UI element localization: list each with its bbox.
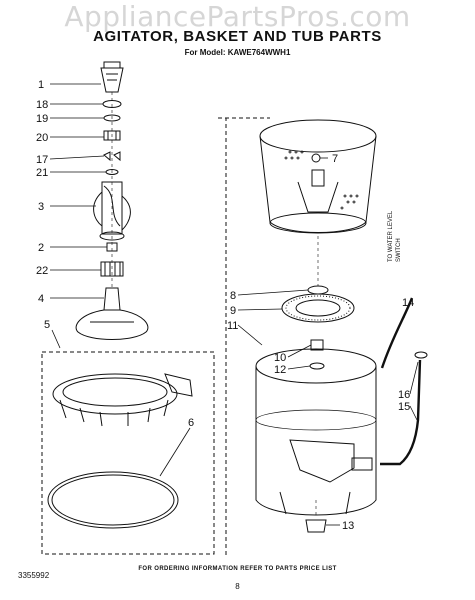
callout-19: 19 — [36, 113, 48, 125]
part-outer-tub — [255, 348, 377, 516]
callout-20: 20 — [36, 132, 48, 144]
part-air-hose-14 — [380, 297, 414, 369]
part-seal-ring-6 — [47, 471, 179, 529]
group-box-5 — [41, 351, 215, 555]
callout-3: 3 — [38, 201, 44, 213]
callout-18: 18 — [36, 99, 48, 111]
page-number: 8 — [235, 582, 240, 591]
callout-7: 7 — [332, 153, 338, 165]
callout-14: 14 — [402, 297, 414, 309]
callout-5: 5 — [44, 319, 50, 331]
part-clamp-16 — [414, 351, 428, 359]
callout-22: 22 — [36, 265, 48, 277]
callout-10: 10 — [274, 352, 286, 364]
part-brake-ring-9 — [281, 293, 355, 323]
part-dogs-17 — [103, 151, 121, 162]
water-level-note: TO WATER LEVEL SWITCH — [388, 210, 402, 262]
callout-8: 8 — [230, 290, 236, 302]
callout-12: 12 — [274, 364, 286, 376]
callout-2: 2 — [38, 242, 44, 254]
part-agitator-base — [75, 287, 149, 340]
diagram-title: AGITATOR, BASKET AND TUB PARTS — [93, 28, 382, 45]
callout-15: 15 — [398, 401, 410, 413]
part-splash-ring — [52, 373, 193, 427]
callout-6: 6 — [188, 417, 194, 429]
ordering-note: FOR ORDERING INFORMATION REFER TO PARTS … — [138, 566, 337, 572]
callout-1: 1 — [38, 79, 44, 91]
callout-13: 13 — [342, 520, 354, 532]
water-level-note-line1: TO WATER LEVEL — [388, 210, 394, 262]
callout-16: 16 — [398, 389, 410, 401]
part-agitator-cap — [100, 61, 124, 93]
water-level-note-line2: SWITCH — [396, 238, 402, 262]
document-number: 3355992 — [18, 571, 50, 580]
part-hub-8 — [307, 285, 329, 295]
part-seal-10 — [310, 339, 324, 351]
watermark: AppliancePartsPros.com — [64, 0, 411, 33]
part-hose-15 — [380, 359, 422, 466]
callout-9: 9 — [230, 305, 236, 317]
part-drain-13 — [305, 519, 327, 533]
callout-4: 4 — [38, 293, 44, 305]
part-wash-basket — [259, 119, 377, 234]
callout-17: 17 — [36, 154, 48, 166]
model-subtitle: For Model: KAWE764WWH1 — [184, 48, 291, 57]
callout-11: 11 — [227, 320, 238, 332]
part-nut-12 — [309, 362, 325, 370]
callout-21: 21 — [36, 167, 48, 179]
